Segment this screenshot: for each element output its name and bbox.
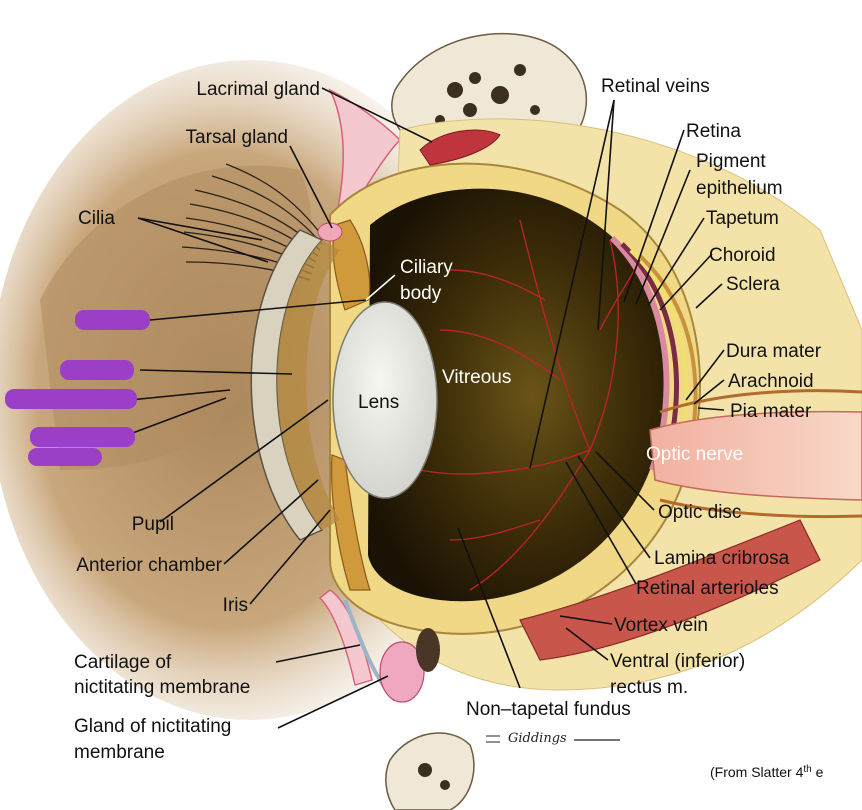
label-vitreous: Vitreous [442, 367, 511, 388]
artist-signature: Giddings [486, 731, 620, 746]
label-non-tapetal-fundus: Non–tapetal fundus [466, 699, 631, 720]
label-anterior-chamber: Anterior chamber [76, 555, 222, 576]
label-lens: Lens [358, 392, 399, 413]
signature-text: Giddings [508, 731, 567, 746]
label-ventral-line2: rectus m. [610, 677, 688, 698]
label-cartilage-line1: Cartilage of [74, 652, 172, 673]
label-arachnoid: Arachnoid [728, 371, 814, 392]
label-vortex-vein: Vortex vein [614, 615, 708, 636]
label-ciliary-line1: Ciliary [400, 257, 453, 278]
label-pia-mater: Pia mater [730, 401, 812, 422]
ciliary-body-shape [332, 219, 371, 311]
lower-bone [385, 732, 475, 810]
label-ventral-line1: Ventral (inferior) [610, 651, 745, 672]
label-gland-line1: Gland of nictitating [74, 716, 231, 737]
leader-lines [129, 87, 725, 729]
label-iris: Iris [223, 595, 248, 616]
label-gland-line2: membrane [74, 742, 165, 763]
label-tapetum: Tapetum [706, 208, 779, 229]
label-pigment-line1: Pigment [696, 151, 766, 172]
label-optic-disc: Optic disc [658, 502, 741, 523]
label-optic-nerve: Optic nerve [646, 444, 743, 465]
vitreous-chamber [368, 188, 667, 602]
iris-lower-shape [330, 454, 371, 591]
label-dura-mater: Dura mater [726, 341, 822, 362]
lacrimal-gland-shape [419, 129, 501, 166]
label-ciliary-line2: body [400, 283, 442, 304]
source-note: (From Slatter 4th e [710, 764, 824, 781]
label-pupil: Pupil [132, 514, 174, 535]
label-retina: Retina [686, 121, 741, 142]
optic-nerve-shape [649, 389, 862, 519]
anterior-chamber-shape [277, 240, 340, 530]
label-retinal-veins: Retinal veins [601, 76, 710, 97]
rectus-muscle [519, 519, 821, 661]
label-cilia: Cilia [78, 208, 115, 229]
label-lamina-cribrosa: Lamina cribrosa [654, 548, 790, 569]
label-tarsal-gland: Tarsal gland [186, 127, 288, 148]
label-cartilage-line2: nictitating membrane [74, 677, 250, 698]
redaction-marks [5, 310, 150, 466]
label-retinal-arterioles: Retinal arterioles [636, 578, 779, 599]
label-choroid: Choroid [709, 245, 776, 266]
lens-shape [332, 301, 438, 499]
label-pigment-line2: epithelium [696, 178, 783, 199]
label-lacrimal-gland: Lacrimal gland [196, 79, 320, 100]
nictitating-membrane [318, 589, 440, 703]
label-sclera: Sclera [726, 274, 780, 295]
